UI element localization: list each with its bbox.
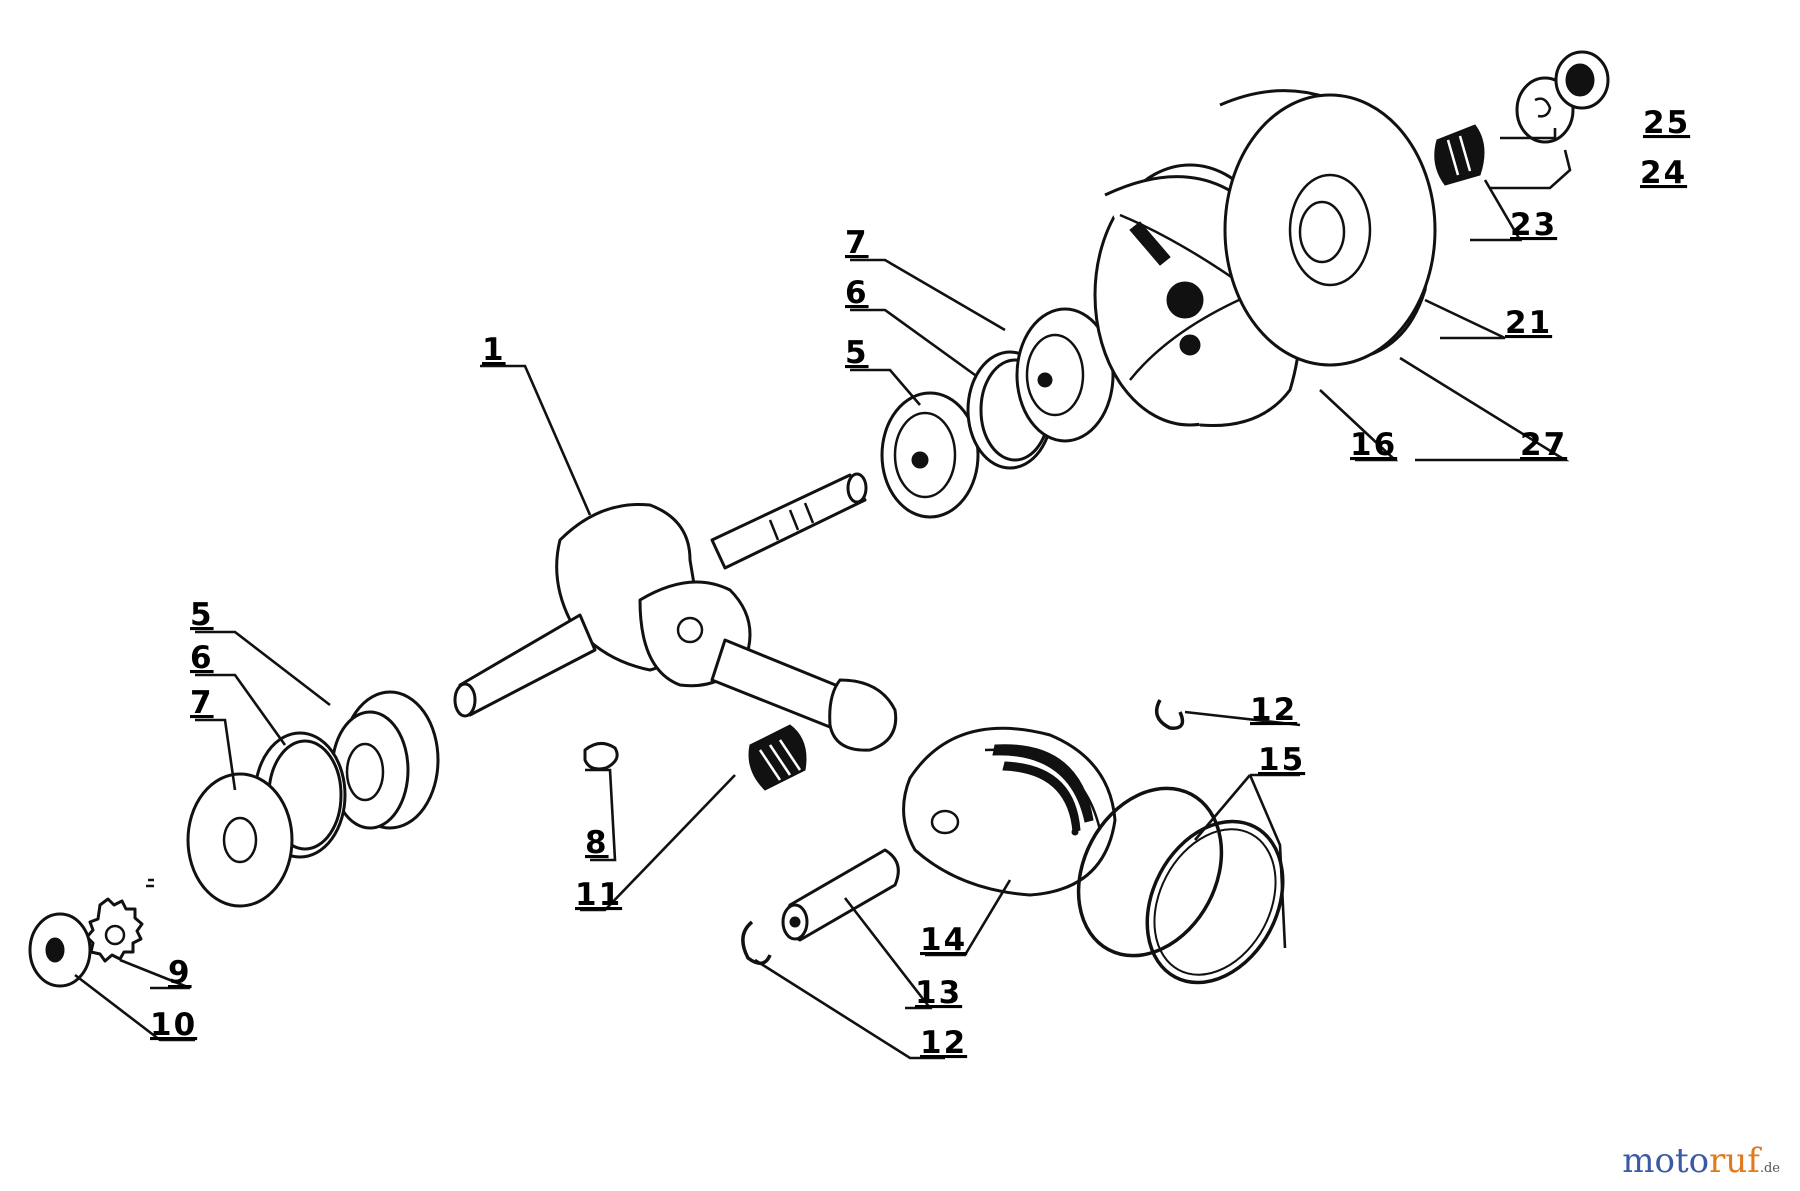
circlip-upper bbox=[1154, 699, 1185, 730]
label-12-upper: 12 bbox=[1250, 692, 1297, 728]
label-1: 1 bbox=[482, 332, 506, 368]
label-15: 15 bbox=[1258, 742, 1305, 778]
label-9: 9 bbox=[168, 955, 192, 991]
washer-left bbox=[186, 772, 294, 908]
watermark-tld: .de bbox=[1759, 1161, 1780, 1176]
label-7-left: 7 bbox=[190, 685, 214, 721]
needle-bearing bbox=[748, 724, 807, 791]
piston bbox=[902, 726, 1117, 897]
crankshaft bbox=[453, 472, 898, 752]
watermark-moto: moto bbox=[1622, 1141, 1710, 1181]
label-13: 13 bbox=[915, 975, 962, 1011]
label-12-lower: 12 bbox=[920, 1025, 967, 1061]
watermark: motoruf.de bbox=[1622, 1141, 1780, 1181]
watermark-ruf: ruf bbox=[1709, 1141, 1760, 1181]
label-8: 8 bbox=[585, 825, 609, 861]
label-27: 27 bbox=[1520, 427, 1567, 463]
clutch-drum bbox=[1219, 89, 1437, 367]
bearing-right bbox=[880, 391, 980, 519]
label-7-right: 7 bbox=[845, 225, 869, 261]
label-24: 24 bbox=[1640, 155, 1687, 191]
dash-mark bbox=[146, 878, 154, 888]
nut bbox=[28, 912, 92, 988]
drum-bearing bbox=[1434, 124, 1485, 186]
label-16: 16 bbox=[1350, 427, 1397, 463]
washer-right bbox=[1015, 307, 1115, 443]
nut-25 bbox=[1554, 50, 1610, 110]
circlip-lower bbox=[741, 920, 772, 965]
label-10: 10 bbox=[150, 1007, 197, 1043]
bearing-left bbox=[327, 690, 440, 830]
piston-pin bbox=[781, 848, 900, 942]
label-21: 21 bbox=[1505, 305, 1552, 341]
label-6-left: 6 bbox=[190, 640, 214, 676]
piston-rings bbox=[1076, 786, 1285, 985]
part-number-labels: 1 5 6 7 7 6 5 8 9 10 11 12 12 13 14 15 1… bbox=[150, 105, 1690, 1061]
leader-lines bbox=[74, 128, 1572, 1060]
label-6-right: 6 bbox=[845, 275, 869, 311]
label-5-left: 5 bbox=[190, 597, 214, 633]
label-5-right: 5 bbox=[845, 335, 869, 371]
label-14: 14 bbox=[920, 922, 967, 958]
lock-washer bbox=[85, 897, 144, 963]
label-11: 11 bbox=[575, 877, 622, 913]
label-25: 25 bbox=[1643, 105, 1690, 141]
woodruff-key bbox=[583, 742, 619, 771]
label-23: 23 bbox=[1510, 207, 1557, 243]
